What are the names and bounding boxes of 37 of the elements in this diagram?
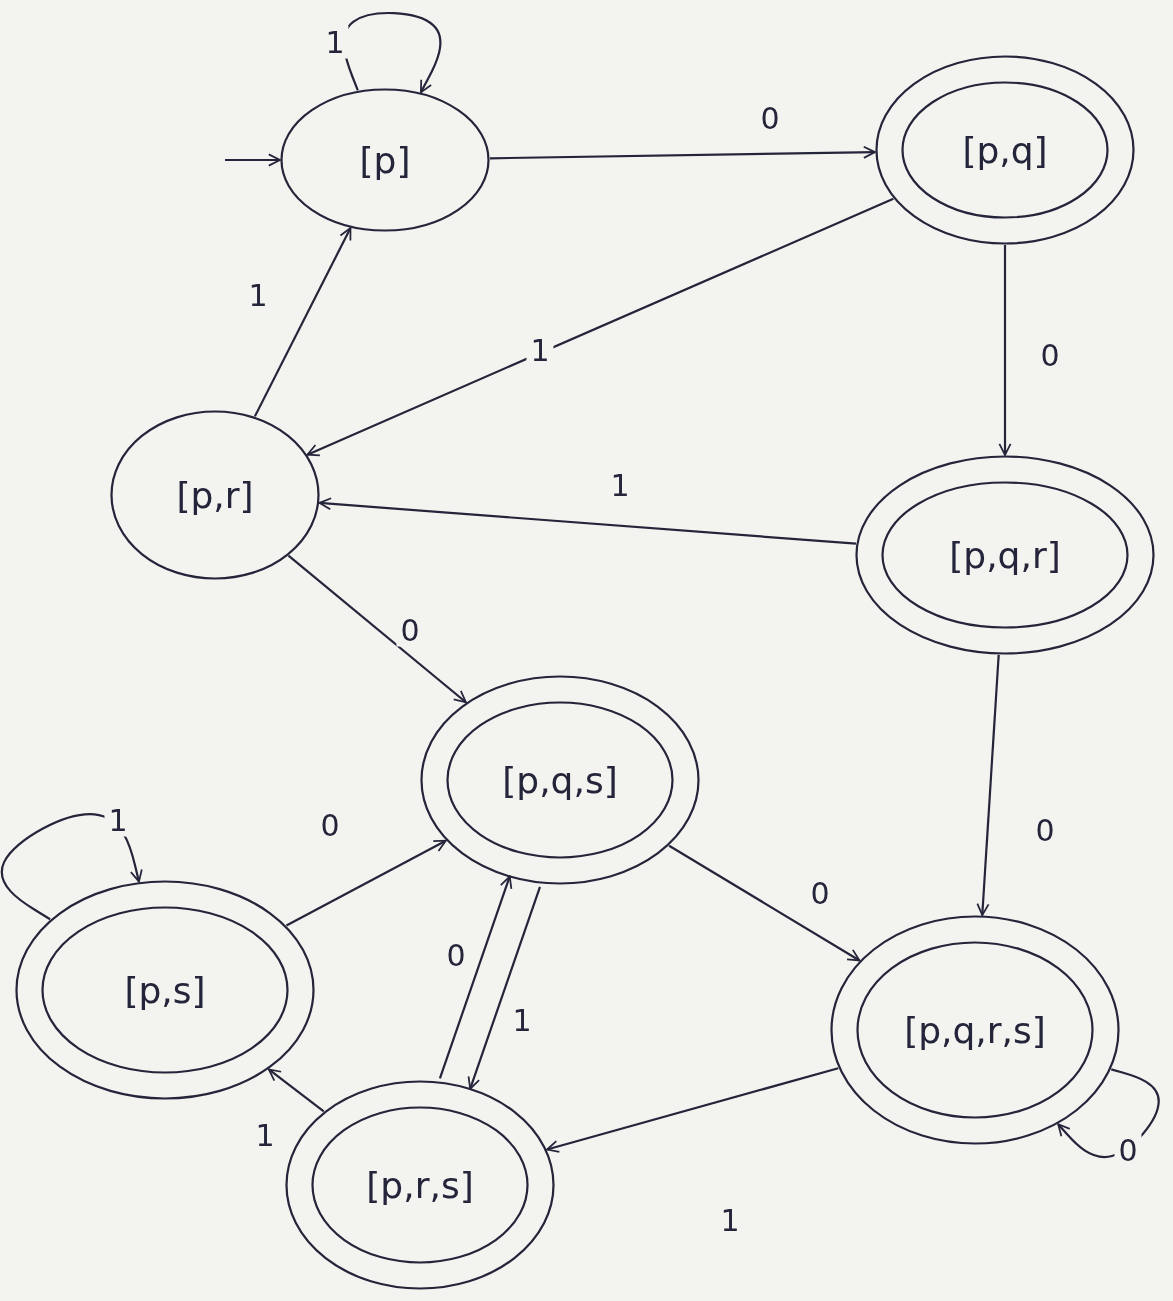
- state-circle: [41, 906, 289, 1074]
- outer-state-ring: [285, 1080, 555, 1290]
- state-circle: [110, 410, 320, 580]
- state-circle: [311, 1106, 529, 1264]
- state-circle: [856, 941, 1094, 1119]
- outer-state-ring: [830, 915, 1120, 1145]
- transition-arrow: [976, 654, 1000, 916]
- outer-state-ring: [855, 455, 1155, 655]
- transition-arrow: [438, 875, 513, 1079]
- state-label: [p,s]: [123, 969, 207, 1011]
- transition-arrow: [467, 886, 542, 1090]
- state-label: [p,r,s]: [365, 1164, 475, 1206]
- state-circle: [446, 701, 674, 859]
- transition-arrow: [285, 839, 447, 927]
- state-label: [p,q,r,s]: [903, 1009, 1047, 1051]
- transition-arrow: [267, 1068, 325, 1113]
- transition-arrow: [306, 197, 894, 457]
- outer-state-ring: [875, 55, 1135, 245]
- transition-arrow: [287, 554, 467, 704]
- outer-state-ring: [420, 675, 700, 885]
- state-label: [p,q,s]: [501, 759, 619, 801]
- state-label: [p,r]: [175, 474, 255, 516]
- transition-arrow: [998, 245, 1012, 456]
- transition-arrow: [668, 844, 861, 962]
- state-label: [p,q]: [961, 129, 1049, 171]
- transition-arrow: [225, 153, 281, 167]
- outer-state-ring: [15, 880, 315, 1100]
- transition-arrow: [0, 813, 143, 921]
- transition-arrow: [318, 497, 857, 545]
- state-label: [p,q,r]: [948, 534, 1062, 576]
- state-circle: [280, 88, 490, 232]
- transition-arrow: [546, 1067, 839, 1153]
- state-circle: [881, 481, 1129, 629]
- state-label: [p]: [358, 139, 412, 181]
- transition-arrow: [253, 227, 352, 417]
- state-circle: [901, 81, 1109, 219]
- transition-arrow: [489, 145, 876, 160]
